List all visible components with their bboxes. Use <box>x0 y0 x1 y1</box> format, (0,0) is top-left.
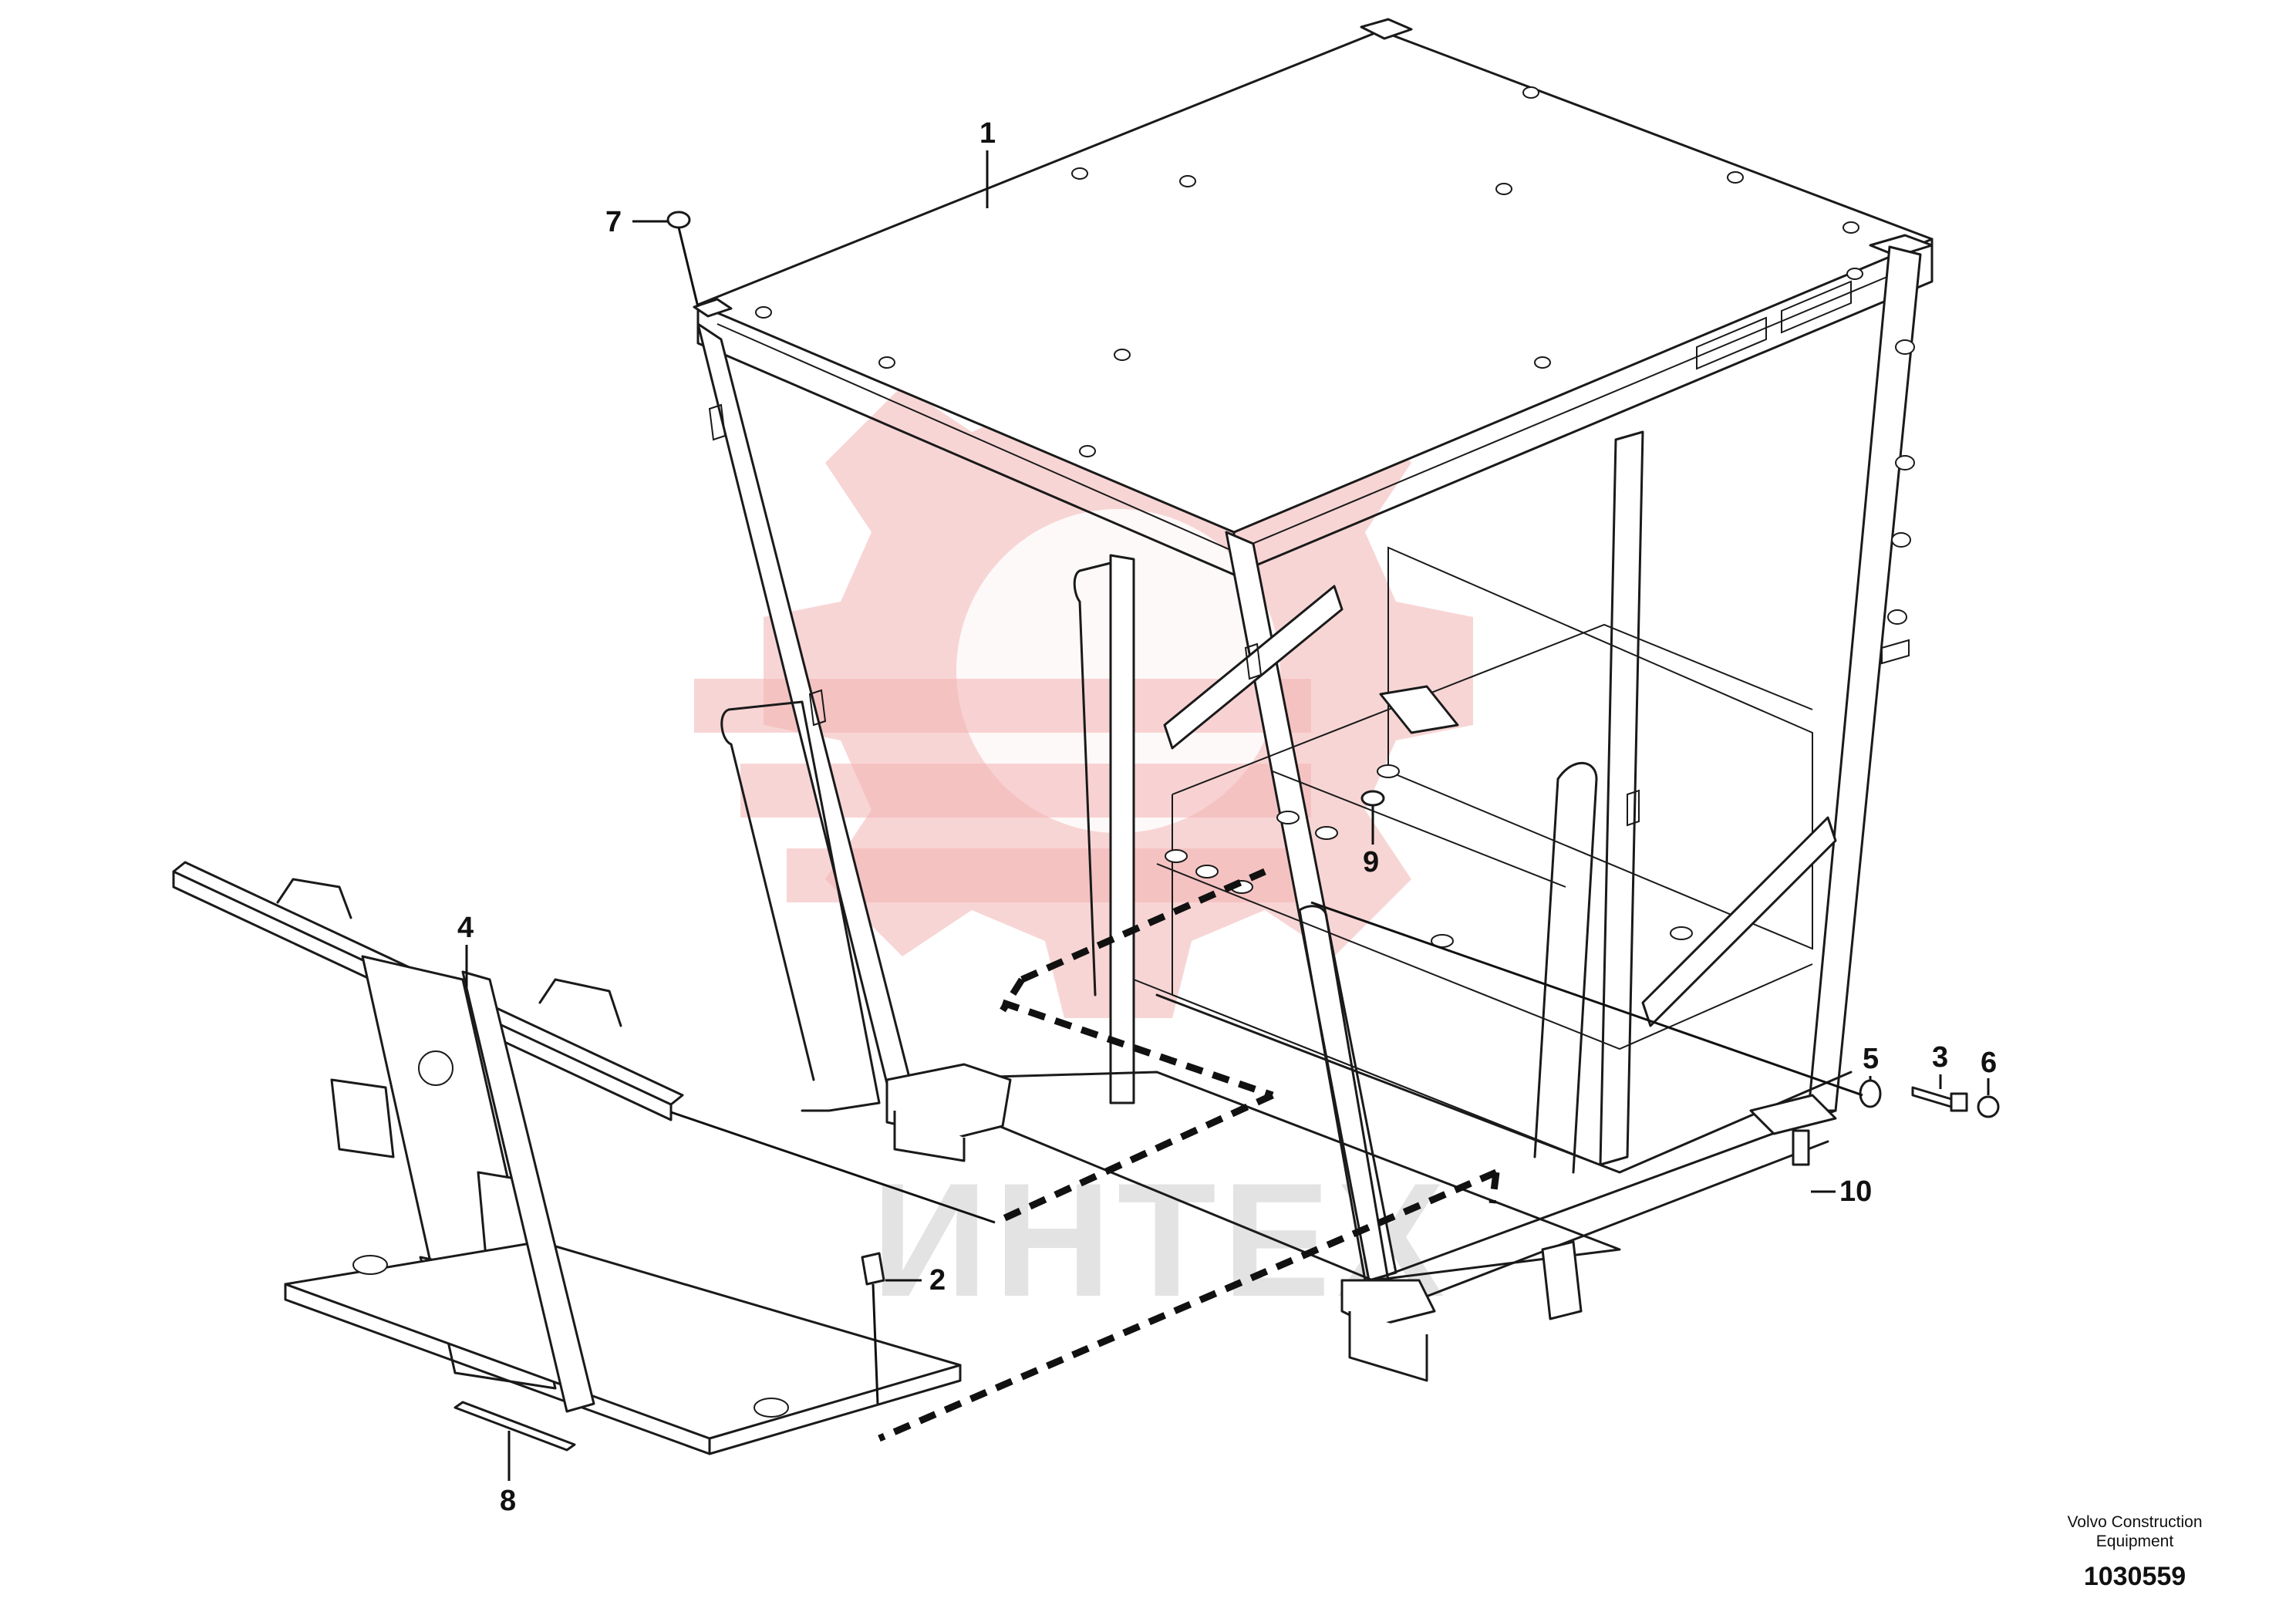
callout-5: 5 <box>1863 1043 1879 1080</box>
callout-8: 8 <box>500 1431 516 1517</box>
callout-9: 9 <box>1363 806 1379 878</box>
footer-block: Volvo Construction Equipment 1030559 <box>2067 1513 2202 1591</box>
svg-text:4: 4 <box>457 912 474 944</box>
svg-text:1: 1 <box>979 117 996 150</box>
callout-7: 7 <box>605 206 668 238</box>
roof-bosses <box>755 86 1863 457</box>
callout-3: 3 <box>1932 1041 1948 1089</box>
seal-strip <box>453 1401 576 1452</box>
manufacturer-line-2: Equipment <box>2096 1533 2174 1550</box>
svg-text:2: 2 <box>929 1264 946 1297</box>
manufacturer-line-1: Volvo Construction <box>2067 1513 2202 1531</box>
svg-text:6: 6 <box>1981 1047 1997 1079</box>
svg-text:7: 7 <box>605 206 622 238</box>
callout-2: 2 <box>885 1264 946 1297</box>
cab-frame <box>693 18 1934 1382</box>
svg-text:10: 10 <box>1839 1175 1872 1208</box>
assembly-guide-lines <box>670 868 1863 1442</box>
callout-10: 10 <box>1811 1175 1872 1208</box>
fasteners <box>666 211 2000 1404</box>
callout-6: 6 <box>1981 1047 1997 1095</box>
front-frame-assembly <box>172 861 962 1455</box>
svg-text:8: 8 <box>500 1485 516 1517</box>
svg-text:5: 5 <box>1863 1043 1879 1075</box>
document-number: 1030559 <box>2084 1562 2186 1591</box>
callout-4: 4 <box>457 912 474 987</box>
callout-1: 1 <box>979 117 996 208</box>
svg-text:3: 3 <box>1932 1041 1948 1074</box>
svg-text:9: 9 <box>1363 846 1379 878</box>
